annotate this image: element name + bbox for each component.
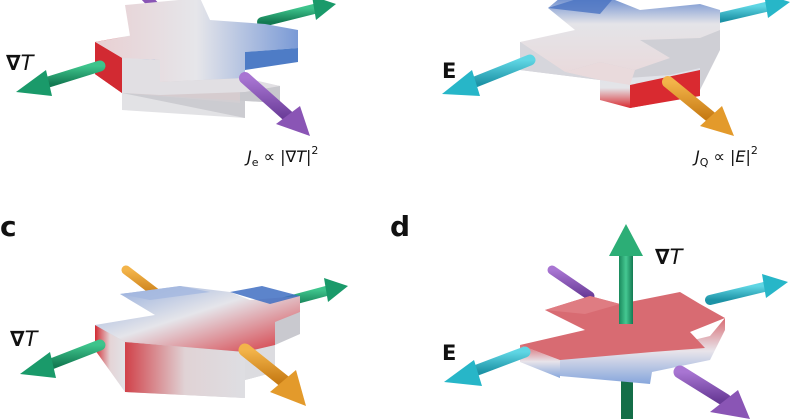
arrow-down-orange [662, 76, 734, 136]
arrow-down-orange-c [238, 343, 306, 406]
panel-c: c ∇T [0, 210, 348, 406]
arrow-right-cyan [705, 0, 790, 25]
e-field-label-d: E [442, 341, 456, 365]
formula-jq: JQ ∝ |E|2 [692, 144, 758, 169]
panel-letter-c: c [0, 210, 17, 243]
panel-b: E JQ ∝ |E|2 [442, 0, 790, 169]
cross-slab-c [95, 286, 300, 398]
cross-slab-a [95, 0, 298, 118]
grad-t-label-d: ∇T [655, 245, 685, 269]
panel-d: d [390, 210, 788, 419]
arrow-right-cyan-d [705, 274, 788, 305]
panel-letter-d: d [390, 210, 410, 243]
arrow-down-purple-d [673, 365, 750, 419]
grad-t-label-a: ∇T [6, 51, 36, 75]
arrow-left-green-c [20, 339, 106, 378]
arrow-left-green [16, 60, 106, 96]
arrow-left-cyan-d [444, 346, 531, 386]
formula-je: Je ∝ |∇T|2 [244, 144, 318, 169]
cross-slab-d [520, 292, 725, 384]
arrow-right-green [257, 0, 336, 27]
panel-a: ∇T Je ∝ |∇T|2 [6, 0, 336, 169]
arrow-down-purple [239, 72, 310, 136]
arrow-back-purple [547, 265, 595, 301]
e-field-label-b: E [442, 59, 456, 83]
arrow-vertical-green [609, 224, 643, 324]
grad-t-label-c: ∇T [10, 327, 40, 351]
arrow-left-cyan [442, 54, 536, 96]
arrow-vertical-lower [621, 372, 633, 419]
cross-slab-b [520, 0, 720, 108]
